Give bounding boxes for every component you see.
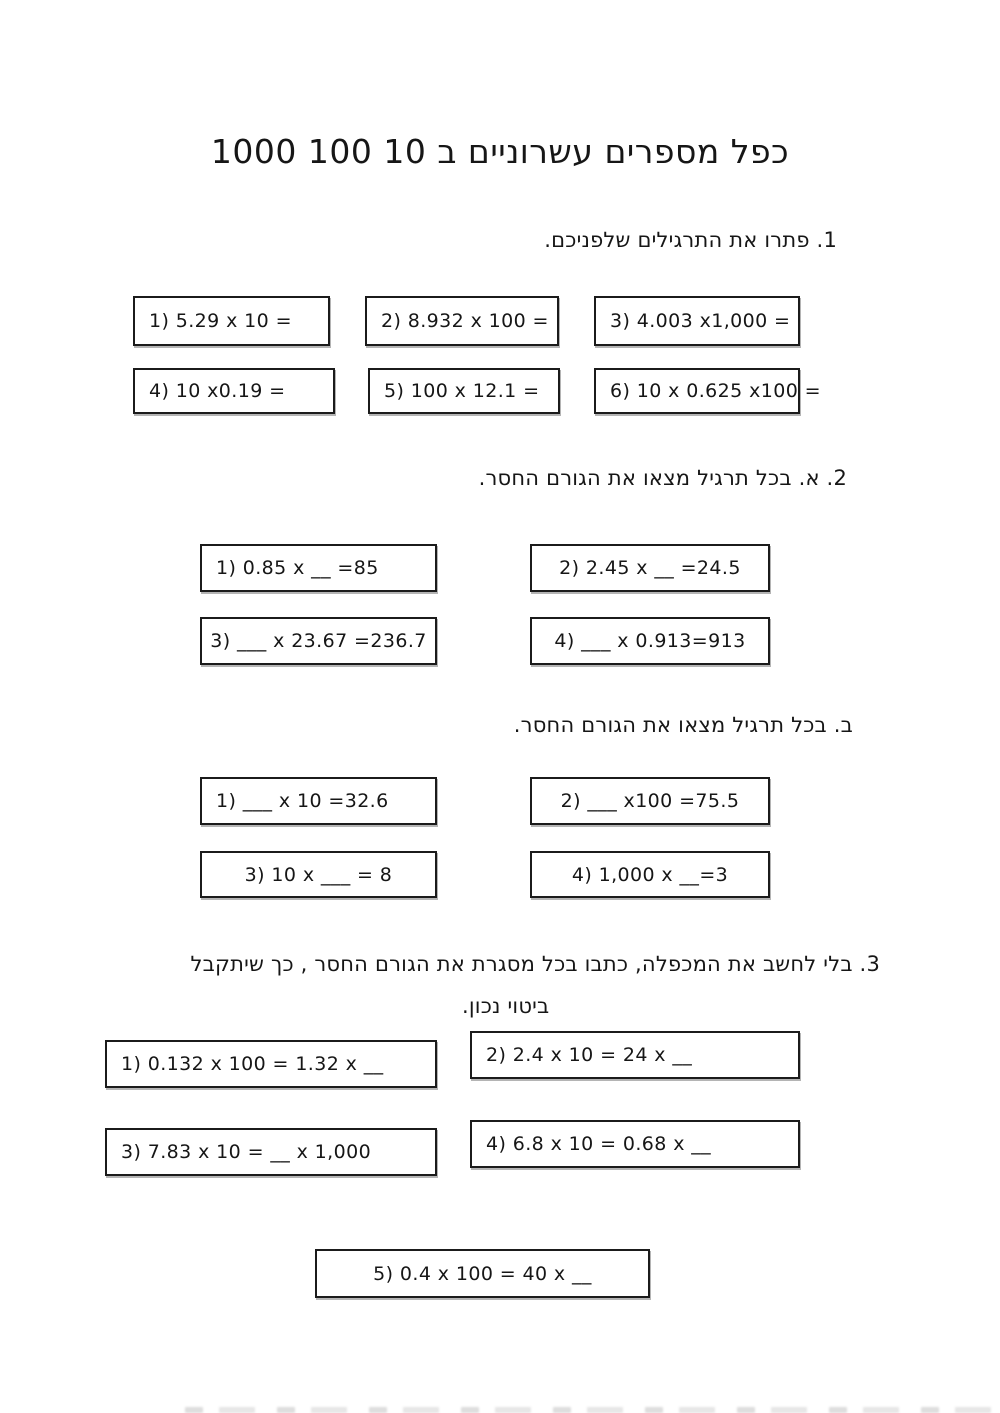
exercise-box-s3-4: 4) 6.8 x 10 = 0.68 x __ xyxy=(470,1120,800,1168)
exercise-text: 3) 7.83 x 10 = __ x 1,000 xyxy=(121,1141,372,1163)
page-title: כפל מספרים עשרוניים ב 10 100 1000 xyxy=(210,132,790,172)
section-2b-heading: ב. בכל תרגיל מצאו את הגורם החסר. xyxy=(513,713,853,737)
section-3-heading-line2: ביטוי נכון. xyxy=(462,994,550,1018)
exercise-box-s3-1: 1) 0.132 x 100 = 1.32 x __ xyxy=(105,1040,437,1088)
exercise-text: 1) 0.85 x __ =85 xyxy=(216,557,379,579)
exercise-box-s1-6: 6) 10 x 0.625 x100 = xyxy=(594,368,821,414)
exercise-text: 1) ___ x 10 =32.6 xyxy=(216,790,389,812)
exercise-box-s2a-2: 2) 2.45 x __ =24.5 xyxy=(530,544,770,592)
exercise-box-s1-2: 2) 8.932 x 100 = xyxy=(365,296,559,346)
exercise-box-s2b-3: 3) 10 x ___ = 8 xyxy=(200,851,437,898)
section-1-heading: 1. פתרו את התרגילים שלפניכם. xyxy=(544,228,837,252)
exercise-text: 1) 0.132 x 100 = 1.32 x __ xyxy=(121,1053,384,1075)
section-2a-heading: 2. א. בכל תרגיל מצאו את הגורם החסר. xyxy=(478,466,847,490)
exercise-text: 5) 0.4 x 100 = 40 x __ xyxy=(373,1262,592,1285)
exercise-box-s3-5: 5) 0.4 x 100 = 40 x __ xyxy=(315,1249,650,1298)
exercise-box-s2a-4: 4) ___ x 0.913=913 xyxy=(530,617,770,665)
exercise-text: 6) 10 x 0.625 x100 = xyxy=(610,380,821,402)
exercise-box-s2b-1: 1) ___ x 10 =32.6 xyxy=(200,777,437,825)
exercise-text: 2) 2.4 x 10 = 24 x __ xyxy=(486,1044,693,1066)
exercise-text: 1) 5.29 x 10 = xyxy=(149,310,292,332)
exercise-box-s2b-4: 4) 1,000 x __=3 xyxy=(530,851,770,898)
exercise-text: 2) 2.45 x __ =24.5 xyxy=(559,557,741,579)
exercise-box-s3-2: 2) 2.4 x 10 = 24 x __ xyxy=(470,1031,800,1079)
next-page-edge-artifact xyxy=(185,1407,992,1413)
exercise-box-s1-5: 5) 100 x 12.1 = xyxy=(368,368,560,414)
exercise-text: 2) ___ x100 =75.5 xyxy=(560,790,740,812)
exercise-text: 2) 8.932 x 100 = xyxy=(381,310,549,332)
exercise-box-s1-4: 4) 10 x0.19 = xyxy=(133,368,335,414)
exercise-box-s2a-1: 1) 0.85 x __ =85 xyxy=(200,544,437,592)
exercise-text: 4) ___ x 0.913=913 xyxy=(554,630,746,652)
exercise-text: 3) 4.003 x1,000 = xyxy=(610,310,791,332)
exercise-text: 4) 10 x0.19 = xyxy=(149,380,286,402)
exercise-text: 4) 6.8 x 10 = 0.68 x __ xyxy=(486,1133,712,1155)
exercise-box-s1-1: 1) 5.29 x 10 = xyxy=(133,296,330,346)
exercise-text: 5) 100 x 12.1 = xyxy=(384,380,540,402)
exercise-text: 3) 10 x ___ = 8 xyxy=(244,863,393,886)
exercise-box-s2b-2: 2) ___ x100 =75.5 xyxy=(530,777,770,825)
exercise-text: 3) ___ x 23.67 =236.7 xyxy=(210,630,427,652)
exercise-box-s3-3: 3) 7.83 x 10 = __ x 1,000 xyxy=(105,1128,437,1176)
exercise-box-s1-3: 3) 4.003 x1,000 = xyxy=(594,296,800,346)
exercise-text: 4) 1,000 x __=3 xyxy=(571,863,729,886)
exercise-box-s2a-3: 3) ___ x 23.67 =236.7 xyxy=(200,617,437,665)
section-3-heading-line1: 3. בלי לחשב את המכפלה, כתבו בכל מסגרת את… xyxy=(190,952,880,976)
